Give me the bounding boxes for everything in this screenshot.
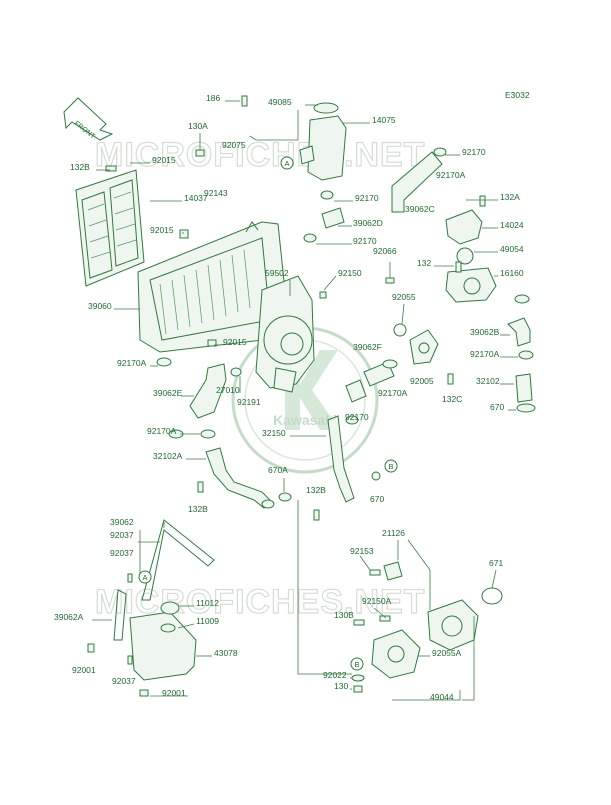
callout-b-lower: B	[350, 657, 364, 671]
part-label-p49085: 49085	[268, 97, 292, 107]
part-label-p92170_2: 92170	[355, 193, 379, 203]
part-label-p670a: 670A	[268, 465, 288, 475]
part-label-p39060: 39060	[88, 301, 112, 311]
part-label-p92143: 92143	[204, 188, 228, 198]
part-label-p92055a: 92055A	[432, 648, 462, 658]
part-label-p32102: 32102	[476, 376, 500, 386]
part-label-p92170a_5: 92170A	[147, 426, 177, 436]
part-label-p92170_4: 92170	[345, 412, 369, 422]
part-label-p14037: 14037	[184, 193, 208, 203]
callout-b-upper: B	[384, 459, 398, 473]
logo-text: Kawasaki	[273, 412, 337, 428]
thermostat-housing	[445, 209, 497, 303]
part-label-p92170_1: 92170	[462, 147, 486, 157]
callout-b-lower-label: B	[354, 660, 359, 669]
part-label-p27010: 27010	[216, 385, 240, 395]
part-label-p132b_2: 132B	[306, 485, 326, 495]
watermark-top: MICROFICHES.NET	[95, 136, 425, 174]
part-label-p132b_3: 132B	[188, 504, 208, 514]
part-label-p92022: 92022	[323, 670, 347, 680]
callout-a-lower: A	[138, 570, 152, 584]
part-label-p39062c: 39062C	[405, 204, 435, 214]
part-label-p92015_3: 92015	[223, 337, 247, 347]
part-label-p670_1: 670	[490, 402, 504, 412]
callout-a-lower-label: A	[142, 573, 147, 582]
part-label-p14024: 14024	[500, 220, 524, 230]
part-label-p21126: 21126	[382, 528, 405, 538]
hoses-upper	[303, 147, 447, 243]
part-label-p132c: 132C	[442, 394, 462, 404]
part-label-p49054: 49054	[500, 244, 524, 254]
part-label-p92015_1: 92015	[152, 155, 176, 165]
diagram-code: E3032	[505, 90, 530, 100]
leader-lines	[92, 100, 518, 701]
filler-neck	[299, 102, 347, 200]
part-label-p92015_2: 92015	[150, 225, 174, 235]
part-label-p43078: 43078	[214, 648, 238, 658]
water-pipe-right	[327, 379, 367, 503]
part-label-p16160: 16160	[500, 268, 524, 278]
part-label-p92170_3: 92170	[353, 236, 377, 246]
part-label-p92055: 92055	[392, 292, 416, 302]
callout-a-upper: A	[280, 156, 294, 170]
part-label-p671: 671	[489, 558, 503, 568]
part-label-p11009: 11009	[196, 616, 219, 626]
callout-a-upper-label: A	[284, 159, 289, 168]
hoses-lower	[189, 317, 536, 419]
part-label-p186: 186	[206, 93, 220, 103]
part-label-p92075: 92075	[222, 140, 246, 150]
part-label-p39062e: 39062E	[153, 388, 183, 398]
part-label-p92005: 92005	[410, 376, 434, 386]
part-label-p130a: 130A	[188, 121, 208, 131]
radiator-screen	[75, 169, 145, 287]
part-label-p14075: 14075	[372, 115, 396, 125]
part-label-p92170a_4: 92170A	[378, 388, 408, 398]
part-label-p39062d: 39062D	[353, 218, 383, 228]
callout-b-upper-label: B	[388, 462, 393, 471]
part-label-p39062f: 39062F	[353, 342, 382, 352]
part-label-p39062: 39062	[110, 517, 134, 527]
part-label-p130: 130	[334, 681, 348, 691]
part-label-p39062b: 39062B	[470, 327, 500, 337]
part-label-p92001_2: 92001	[162, 688, 186, 698]
part-label-p92170a_1: 92170A	[436, 170, 466, 180]
front-arrow-icon: FRONT	[63, 97, 114, 141]
part-label-p49044: 49044	[430, 692, 454, 702]
part-label-p92150a: 92150A	[362, 596, 392, 606]
part-label-p92170a_2: 92170A	[117, 358, 147, 368]
part-label-p132: 132	[417, 258, 431, 268]
part-label-p92170a_3: 92170A	[470, 349, 500, 359]
part-label-p32102a: 32102A	[153, 451, 183, 461]
part-label-p130b: 130B	[334, 610, 354, 620]
part-label-p92037_3: 92037	[112, 676, 136, 686]
part-label-p11012: 11012	[196, 598, 219, 608]
part-label-p92150: 92150	[338, 268, 362, 278]
pump-cover	[393, 323, 439, 365]
part-label-p92037_2: 92037	[110, 548, 134, 558]
part-label-p670_2: 670	[370, 494, 384, 504]
radiator-fan	[255, 275, 315, 393]
part-label-p92066: 92066	[373, 246, 397, 256]
part-label-p59502: 59502	[265, 268, 289, 278]
part-label-p92153: 92153	[350, 546, 374, 556]
fasteners	[87, 95, 534, 697]
part-label-p32150: 32150	[262, 428, 286, 438]
water-pipe-left	[205, 447, 275, 509]
part-label-p92191: 92191	[237, 397, 261, 407]
part-label-p92001_1: 92001	[72, 665, 96, 675]
part-label-p39062a: 39062A	[54, 612, 84, 622]
part-label-p132a: 132A	[500, 192, 520, 202]
water-pump-assembly	[371, 561, 503, 679]
reservoir-tank	[113, 519, 215, 681]
part-label-p132b_1: 132B	[70, 162, 90, 172]
part-label-p92037_1: 92037	[110, 530, 134, 540]
